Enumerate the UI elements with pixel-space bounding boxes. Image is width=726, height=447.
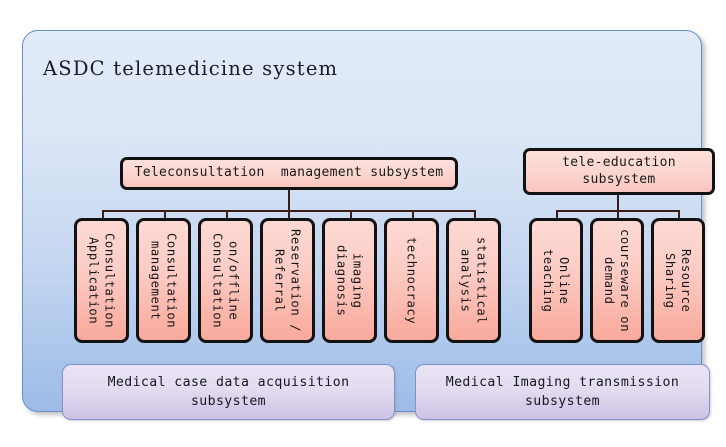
- connector-drop-9: [617, 210, 619, 219]
- leaf-label: on/offline Consultation: [210, 232, 241, 329]
- leaf-on-offline-consultation[interactable]: on/offline Consultation: [198, 218, 253, 343]
- connector-drop-8: [556, 210, 558, 219]
- leaf-imaging-diagnosis[interactable]: imaging diagnosis: [322, 218, 377, 343]
- connector-trunk-teleeducation: [617, 195, 619, 211]
- connector-drop-3: [226, 210, 228, 219]
- leaf-label: Online teaching: [541, 248, 572, 313]
- connector-drop-5: [350, 210, 352, 219]
- leaf-consultation-management[interactable]: Consultation management: [136, 218, 191, 343]
- leaf-label: technocracy: [404, 236, 419, 325]
- leaf-technocracy[interactable]: technocracy: [384, 218, 439, 343]
- leaf-label: Resource Sharing: [663, 248, 694, 313]
- leaf-resource-sharing[interactable]: Resource Sharing: [651, 218, 705, 343]
- leaf-online-teaching[interactable]: Online teaching: [529, 218, 583, 343]
- leaf-reservation-referral[interactable]: Reservation / Referral: [260, 218, 315, 343]
- teleconsultation-subsystem-header[interactable]: Teleconsultation management subsystem: [120, 157, 458, 190]
- leaf-courseware-on-demand[interactable]: courseware on demand: [590, 218, 644, 343]
- medical-imaging-transmission-subsystem[interactable]: Medical Imaging transmission subsystem: [415, 364, 710, 420]
- connector-drop-2: [164, 210, 166, 219]
- connector-drop-1: [102, 210, 104, 219]
- medical-case-data-acquisition-subsystem[interactable]: Medical case data acquisition subsystem: [62, 364, 395, 420]
- connector-drop-7: [474, 210, 476, 219]
- connector-drop-4: [288, 210, 290, 219]
- leaf-label: Reservation / Referral: [272, 228, 303, 333]
- page-title: ASDC telemedicine system: [43, 57, 339, 80]
- leaf-label: statistical analysis: [458, 236, 489, 325]
- leaf-statistical-analysis[interactable]: statistical analysis: [446, 218, 501, 343]
- leaf-label: Consultation Application: [86, 232, 117, 329]
- teleeducation-subsystem-header[interactable]: tele-education subsystem: [523, 148, 715, 195]
- leaf-consultation-application[interactable]: Consultation Application: [74, 218, 129, 343]
- connector-trunk-teleconsultation: [288, 190, 290, 211]
- telemedicine-system-panel: ASDC telemedicine system Teleconsultatio…: [22, 30, 715, 420]
- connector-drop-6: [412, 210, 414, 219]
- leaf-label: courseware on demand: [602, 228, 633, 333]
- connector-drop-10: [678, 210, 680, 219]
- leaf-label: Consultation management: [148, 232, 179, 329]
- leaf-label: imaging diagnosis: [334, 244, 365, 317]
